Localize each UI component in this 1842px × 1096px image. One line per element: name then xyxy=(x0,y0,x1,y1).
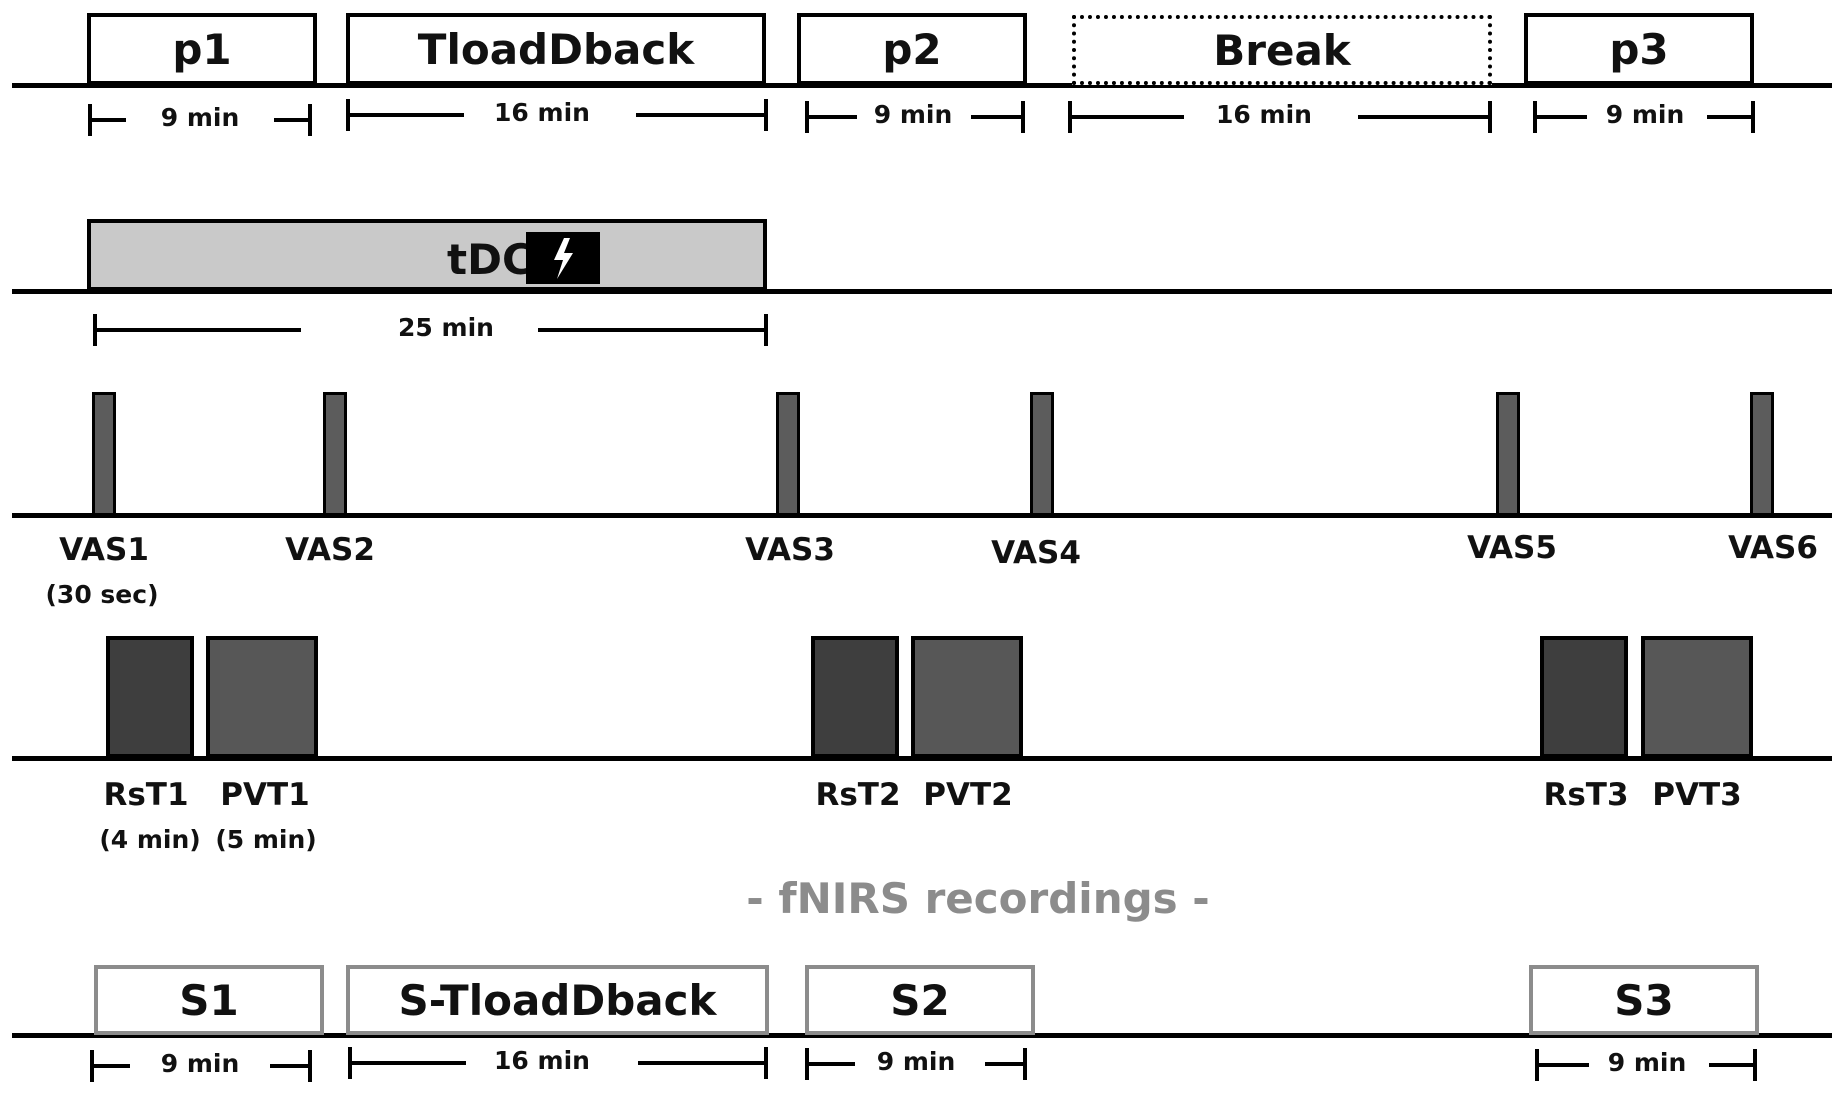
rst-block-2 xyxy=(811,636,899,758)
rst-label-1: RsT1 xyxy=(103,777,189,813)
timeline-axis-fnirs xyxy=(12,1033,1832,1038)
task-box-p1: p1 xyxy=(87,13,317,85)
vas-marker-3 xyxy=(776,392,800,516)
duration-p3: 9 min xyxy=(1533,97,1755,137)
duration-break: 16 min xyxy=(1068,97,1492,137)
duration-p2: 9 min xyxy=(805,97,1025,137)
duration-label-tloaddback: 16 min xyxy=(494,98,590,127)
vas-sublabel-1: (30 sec) xyxy=(45,580,159,609)
vas-label-2: VAS2 xyxy=(285,532,375,568)
duration-p1: 9 min xyxy=(88,100,312,140)
task-box-p3: p3 xyxy=(1524,13,1754,85)
vas-label-5: VAS5 xyxy=(1467,530,1557,566)
duration-label-s2: 9 min xyxy=(876,1047,956,1076)
fnirs-box-s1: S1 xyxy=(94,965,324,1035)
task-box-p2: p2 xyxy=(797,13,1027,85)
tdcs-stimulation-box: tDCS xyxy=(87,219,767,291)
task-label-p2: p2 xyxy=(882,24,942,74)
task-label-tloaddback: TloadDback xyxy=(417,24,695,74)
vas-label-3: VAS3 xyxy=(745,532,835,568)
fnirs-box-s-tloaddback: S-TloadDback xyxy=(346,965,769,1035)
duration-label-break: 16 min xyxy=(1216,100,1312,129)
vas-label-1: VAS1 xyxy=(59,532,149,568)
lightning-bolt-icon xyxy=(526,232,600,284)
duration-tdcs: 25 min xyxy=(93,310,768,350)
fnirs-box-s3: S3 xyxy=(1529,965,1759,1035)
duration-s-tloaddback: 16 min xyxy=(348,1043,768,1083)
vas-marker-4 xyxy=(1030,392,1054,516)
pvt-block-2 xyxy=(911,636,1023,758)
duration-label-p3: 9 min xyxy=(1605,100,1685,129)
task-label-p1: p1 xyxy=(172,24,232,74)
duration-label-s-tloaddback: 16 min xyxy=(494,1046,590,1075)
fnirs-recordings-heading: - fNIRS recordings - xyxy=(746,874,1210,923)
task-label-break: Break xyxy=(1213,25,1351,75)
task-box-break: Break xyxy=(1072,15,1492,85)
duration-label-p1: 9 min xyxy=(160,103,240,132)
vas-marker-6 xyxy=(1750,392,1774,516)
rst-sublabel-1: (4 min) xyxy=(99,825,201,854)
fnirs-label-s3: S3 xyxy=(1614,975,1674,1025)
duration-tloaddback: 16 min xyxy=(346,95,768,135)
duration-s2: 9 min xyxy=(805,1044,1027,1084)
vas-label-6: VAS6 xyxy=(1728,530,1818,566)
pvt-label-3: PVT3 xyxy=(1652,777,1742,813)
timeline-axis-tasks xyxy=(12,83,1832,88)
pvt-label-2: PVT2 xyxy=(923,777,1013,813)
timeline-axis-tests xyxy=(12,756,1832,761)
vas-marker-5 xyxy=(1496,392,1520,516)
fnirs-box-s2: S2 xyxy=(805,965,1035,1035)
fnirs-label-s-tloaddback: S-TloadDback xyxy=(398,975,717,1025)
pvt-label-1: PVT1 xyxy=(220,777,310,813)
duration-label-s3: 9 min xyxy=(1607,1048,1687,1077)
duration-label-p2: 9 min xyxy=(873,100,953,129)
vas-label-4: VAS4 xyxy=(991,535,1081,571)
duration-s3: 9 min xyxy=(1535,1045,1757,1085)
rst-label-3: RsT3 xyxy=(1543,777,1629,813)
pvt-block-3 xyxy=(1641,636,1753,758)
timeline-axis-vas xyxy=(12,513,1832,518)
pvt-sublabel-1: (5 min) xyxy=(215,825,317,854)
rst-label-2: RsT2 xyxy=(815,777,901,813)
fnirs-label-s1: S1 xyxy=(179,975,239,1025)
duration-s1: 9 min xyxy=(90,1046,312,1086)
rst-block-3 xyxy=(1540,636,1628,758)
task-label-p3: p3 xyxy=(1609,24,1669,74)
vas-marker-1 xyxy=(92,392,116,516)
fnirs-label-s2: S2 xyxy=(890,975,950,1025)
vas-marker-2 xyxy=(323,392,347,516)
pvt-block-1 xyxy=(206,636,318,758)
duration-label-s1: 9 min xyxy=(160,1049,240,1078)
timeline-axis-tdcs xyxy=(12,289,1832,294)
rst-block-1 xyxy=(106,636,194,758)
duration-label-tdcs: 25 min xyxy=(398,313,494,342)
task-box-tloaddback: TloadDback xyxy=(346,13,766,85)
